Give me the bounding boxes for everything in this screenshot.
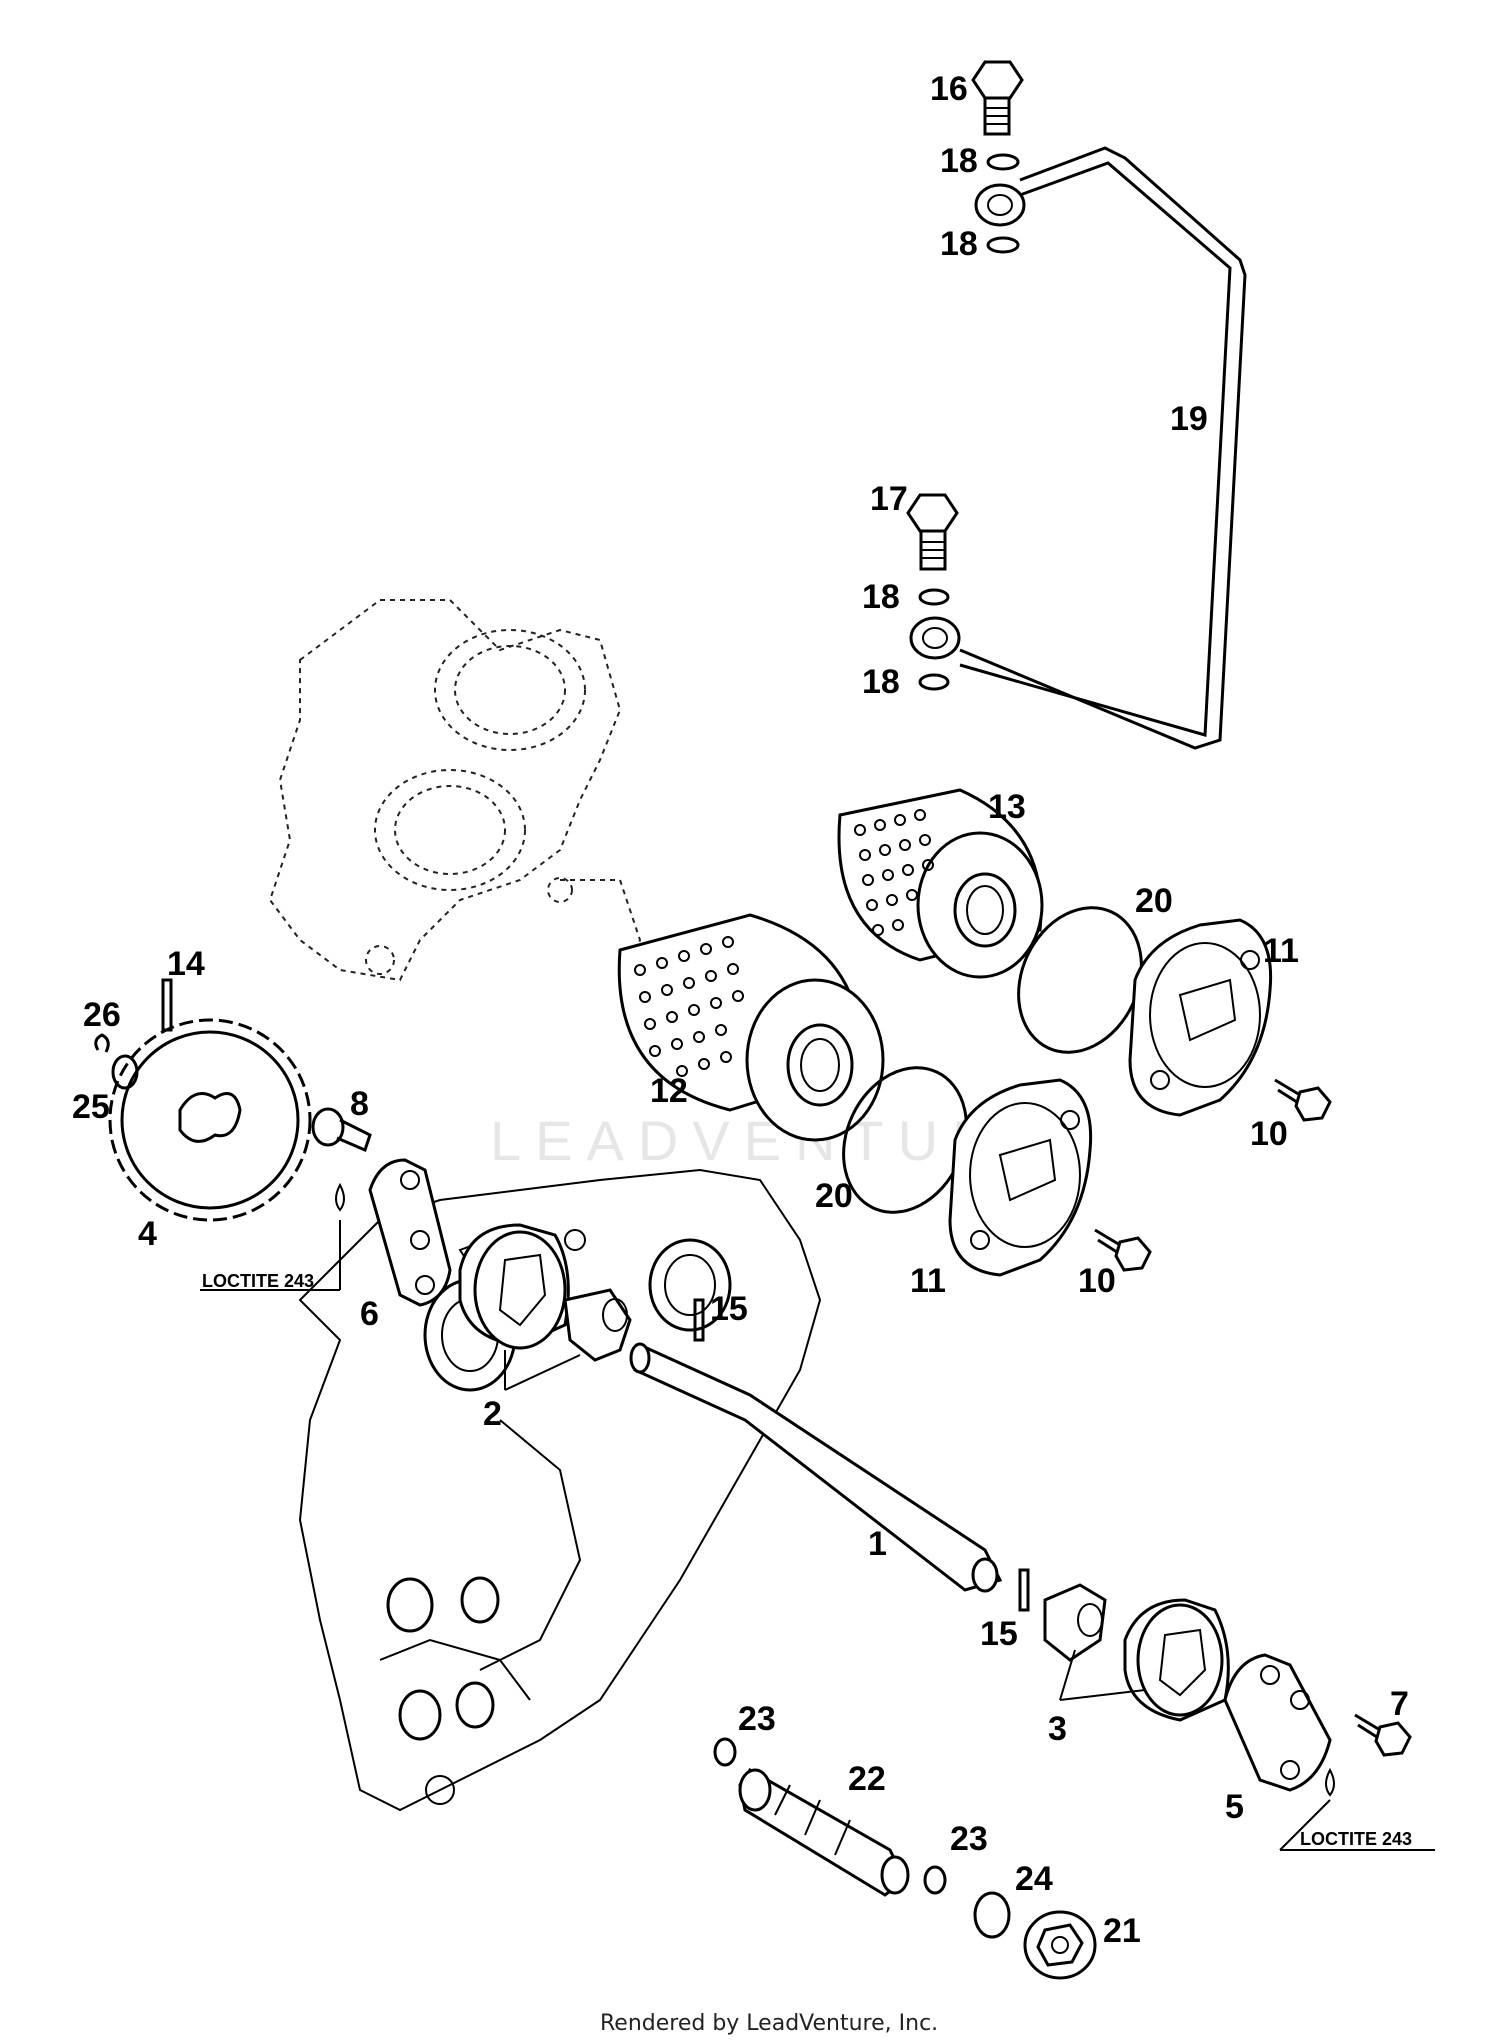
o-ring-24	[973, 1891, 1011, 1939]
callout-22: 22	[848, 1760, 886, 1798]
pump-cover-6	[368, 1158, 452, 1307]
callout-23-a: 23	[738, 1700, 776, 1738]
callout-17: 17	[870, 480, 908, 518]
washer-25	[111, 1054, 139, 1090]
o-rings-23	[713, 1737, 947, 1895]
callout-8: 8	[350, 1085, 369, 1123]
engine-case-lower	[298, 1168, 822, 1812]
callout-23-b: 23	[950, 1820, 988, 1858]
loctite-label-left: LOCTITE 243	[202, 1271, 314, 1291]
sealing-washers-18	[918, 153, 1020, 691]
callout-20-b: 20	[815, 1177, 853, 1215]
circlip-26	[94, 1033, 110, 1053]
rotor-set-2	[458, 1223, 632, 1391]
callout-18-d: 18	[862, 663, 900, 701]
bolt-7	[1354, 1713, 1412, 1757]
cover-bolts-10	[1094, 1078, 1332, 1272]
callout-6: 6	[360, 1295, 379, 1333]
oil-filter-12	[617, 913, 885, 1142]
banjo-bolt-17	[906, 493, 959, 571]
rotor-set-3	[1043, 1583, 1230, 1722]
loctite-leader-right	[1279, 1799, 1331, 1851]
banjo-bolt-16	[971, 60, 1024, 136]
callout-5: 5	[1225, 1788, 1244, 1826]
callout-26: 26	[83, 996, 121, 1034]
callout-7: 7	[1390, 1685, 1409, 1723]
callout-1: 1	[868, 1525, 887, 1563]
callout-21: 21	[1103, 1912, 1141, 1950]
engine-housing-upper	[268, 599, 642, 991]
callout-15-b: 15	[980, 1615, 1018, 1653]
rendered-by-footer: Rendered by LeadVenture, Inc.	[600, 2011, 938, 2036]
banjo-fitting-top	[974, 183, 1026, 227]
callout-20-a: 20	[1135, 882, 1173, 920]
callout-10-b: 10	[1078, 1262, 1116, 1300]
callout-4: 4	[138, 1215, 157, 1253]
pump-gear-4	[108, 1018, 312, 1222]
oil-filter-13	[837, 788, 1044, 979]
loctite-label-right: LOCTITE 243	[1300, 1829, 1412, 1849]
callout-12: 12	[650, 1072, 688, 1110]
loctite-drop-left	[335, 1182, 345, 1212]
valve-22	[738, 1768, 910, 1897]
filter-cover-11-lower	[948, 1078, 1093, 1277]
callout-19: 19	[1170, 400, 1208, 438]
callout-2: 2	[483, 1395, 502, 1433]
plug-screw-21	[1023, 1910, 1097, 1980]
callout-24: 24	[1015, 1860, 1053, 1898]
callout-18-b: 18	[940, 225, 978, 263]
callout-11-b: 11	[910, 1262, 946, 1300]
pin-15-upper	[693, 1298, 705, 1342]
callout-13: 13	[988, 788, 1026, 826]
banjo-fitting-lower	[909, 616, 961, 660]
callout-18-c: 18	[862, 578, 900, 616]
callout-25: 25	[72, 1088, 110, 1126]
callout-10-a: 10	[1250, 1115, 1288, 1153]
oil-pipe-19	[959, 146, 1247, 750]
pin-14	[161, 978, 173, 1032]
pin-15-lower	[1018, 1568, 1030, 1612]
screw-8	[311, 1107, 372, 1153]
callout-18-a: 18	[940, 142, 978, 180]
callout-11-a: 11	[1263, 932, 1299, 970]
pump-cover-5	[1223, 1653, 1332, 1792]
pump-shaft-1	[629, 1342, 1003, 1593]
loctite-drop-right	[1325, 1767, 1335, 1797]
callout-16: 16	[930, 70, 968, 108]
filter-cover-11-upper	[1128, 918, 1273, 1117]
callout-15-a: 15	[710, 1290, 748, 1328]
callout-14: 14	[167, 945, 205, 983]
watermark-text: LEADVENTURE	[490, 1109, 1058, 1172]
callout-3: 3	[1048, 1710, 1067, 1748]
